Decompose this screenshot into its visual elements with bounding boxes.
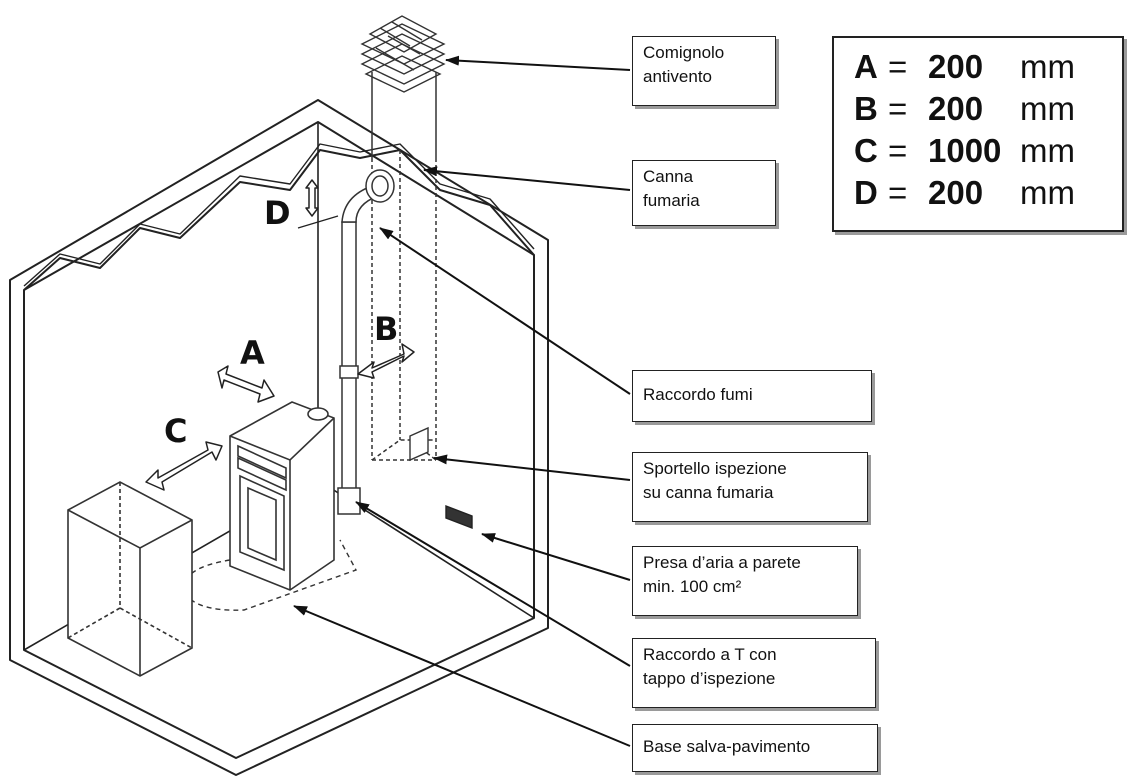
leader-raccordo-t bbox=[355, 501, 631, 667]
label-a: A bbox=[240, 334, 265, 372]
dimension-equals: = bbox=[888, 174, 908, 211]
callout-line: tappo d’ispezione bbox=[643, 669, 776, 688]
dimension-unit: mm bbox=[1020, 174, 1075, 211]
callout-line: Base salva-pavimento bbox=[643, 737, 811, 756]
leader-presa bbox=[481, 533, 631, 581]
flue-chimney bbox=[371, 72, 437, 461]
dimension-unit: mm bbox=[1020, 132, 1075, 169]
clearance-arrows bbox=[145, 179, 415, 491]
dimension-equals: = bbox=[888, 132, 908, 169]
dimension-letter: B bbox=[854, 90, 878, 127]
leader-raccordo-fumi bbox=[379, 227, 631, 395]
pellet-stove bbox=[229, 401, 335, 591]
callout-canna: Canna fumaria bbox=[632, 160, 776, 226]
inspection-door bbox=[409, 426, 429, 462]
dimension-value: 200 bbox=[928, 90, 984, 127]
floor-protection-base bbox=[183, 539, 357, 611]
leader-lines bbox=[293, 55, 631, 747]
callout-sportello: Sportello ispezione su canna fumaria bbox=[632, 452, 868, 522]
chimney-cap bbox=[360, 15, 446, 93]
side-cabinet bbox=[67, 481, 193, 677]
callout-line: Presa d’aria a parete bbox=[643, 553, 801, 572]
leader-sportello bbox=[433, 454, 631, 481]
dimension-row: B = 200 mm bbox=[854, 90, 1122, 132]
callout-base: Base salva-pavimento bbox=[632, 724, 878, 772]
callout-line: su canna fumaria bbox=[643, 483, 774, 502]
dimensions-box: A = 200 mm B = 200 mm C = 1000 mm D = 20… bbox=[832, 36, 1124, 232]
dimension-letter: D bbox=[854, 174, 878, 211]
dimension-equals: = bbox=[888, 90, 908, 127]
callout-line: Raccordo a T con bbox=[643, 645, 777, 664]
wall-air-vent bbox=[445, 504, 473, 530]
leader-base bbox=[293, 605, 631, 747]
leader-canna bbox=[423, 166, 631, 191]
dimension-value: 200 bbox=[928, 174, 984, 211]
label-c: C bbox=[164, 412, 188, 450]
callout-raccordo-fumi: Raccordo fumi bbox=[632, 370, 872, 422]
callout-line: antivento bbox=[643, 67, 712, 86]
dimension-row: D = 200 mm bbox=[854, 174, 1122, 216]
callout-line: Raccordo fumi bbox=[643, 385, 753, 404]
label-b: B bbox=[374, 310, 399, 348]
dimension-letter: A bbox=[854, 48, 878, 85]
callout-comignolo: Comignolo antivento bbox=[632, 36, 776, 106]
dimension-unit: mm bbox=[1020, 48, 1075, 85]
dimension-letter: C bbox=[854, 132, 878, 169]
label-d: D bbox=[264, 194, 291, 232]
leader-comignolo bbox=[445, 55, 631, 71]
callout-line: min. 100 cm² bbox=[643, 577, 742, 596]
dimension-row: A = 200 mm bbox=[854, 48, 1122, 90]
callout-line: Sportello ispezione bbox=[643, 459, 787, 478]
flue-pipe bbox=[337, 169, 395, 515]
dimension-row: C = 1000 mm bbox=[854, 132, 1122, 174]
dimension-unit: mm bbox=[1020, 90, 1075, 127]
dimension-value: 200 bbox=[928, 48, 984, 85]
callout-presa: Presa d’aria a parete min. 100 cm² bbox=[632, 546, 858, 616]
callout-line: fumaria bbox=[643, 191, 700, 210]
dimension-value: 1000 bbox=[928, 132, 1002, 169]
callout-line: Canna bbox=[643, 167, 694, 186]
dimension-equals: = bbox=[888, 48, 908, 85]
callout-raccordo-t: Raccordo a T con tappo d’ispezione bbox=[632, 638, 876, 708]
callout-line: Comignolo bbox=[643, 43, 725, 62]
